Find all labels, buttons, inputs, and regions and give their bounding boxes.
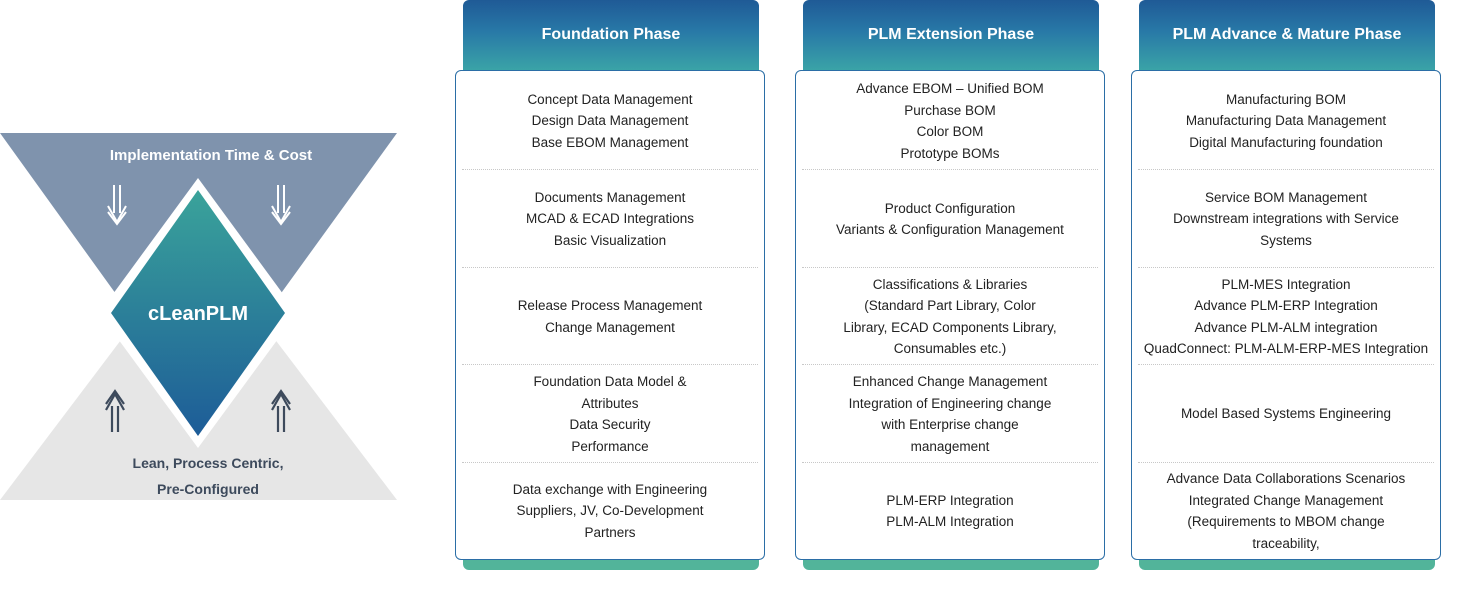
phase-title: Foundation Phase bbox=[463, 0, 759, 70]
cell-text-line: Suppliers, JV, Co-Development bbox=[516, 503, 704, 519]
phase-cell: Manufacturing BOM Manufacturing Data Mana… bbox=[1138, 73, 1434, 170]
cell-text-line: Purchase BOM bbox=[904, 102, 996, 118]
cell-text-line: Attributes bbox=[581, 395, 639, 411]
phase-card: Advance EBOM – Unified BOM Purchase BOM Co… bbox=[795, 70, 1105, 560]
phase-card: Manufacturing BOM Manufacturing Data Mana… bbox=[1131, 70, 1441, 560]
cell-text-line: Advance EBOM – Unified BOM bbox=[856, 81, 1044, 96]
cell-text-line: Advance Data Collaborations Scenarios bbox=[1166, 471, 1406, 486]
cell-text-line: Design Data Management bbox=[531, 113, 689, 129]
cell-text-line: Partners bbox=[584, 524, 636, 540]
down-arrow-icon bbox=[271, 185, 291, 226]
cell-text-line: Integrated Change Management bbox=[1188, 492, 1384, 508]
down-arrow-icon bbox=[107, 185, 127, 226]
lean-label-line2: Pre-Configured bbox=[157, 481, 259, 497]
cell-text-line: Systems bbox=[1260, 232, 1312, 248]
cell-text-line: Model Based Systems Engineering bbox=[1180, 406, 1392, 422]
cell-text-line: MCAD & ECAD Integrations bbox=[525, 211, 695, 227]
phase-cell: Model Based Systems Engineering bbox=[1138, 366, 1434, 463]
lean-label-line1: Lean, Process Centric, bbox=[133, 455, 284, 471]
cell-text-line: Classifications & Libraries bbox=[872, 276, 1028, 292]
cell-text-line: Library, ECAD Components Library, bbox=[843, 319, 1057, 335]
cell-text-line: QuadConnect: PLM-ALM-ERP-MES Integration bbox=[1143, 341, 1429, 356]
phase-extension: PLM Extension Phase Advance EBOM – Unifi… bbox=[795, 0, 1111, 601]
implementation-cost-label: Implementation Time & Cost bbox=[110, 147, 312, 164]
cell-text-line: Prototype BOMs bbox=[900, 145, 1000, 161]
cell-text-line: Data Security bbox=[569, 417, 651, 432]
cell-text-line: (Requirements to MBOM change bbox=[1187, 514, 1385, 529]
cell-text-line: PLM-ERP Integration bbox=[886, 492, 1014, 508]
cell-text-line: Consumables etc.) bbox=[893, 341, 1007, 356]
phase-foundation: Foundation Phase Concept Data Management… bbox=[455, 0, 771, 601]
cell-text-line: Enhanced Change Management bbox=[852, 374, 1048, 389]
clean-plm-graphic: Implementation Time & Cost cLeanPLM Lean… bbox=[0, 133, 397, 500]
phase-title: PLM Advance & Mature Phase bbox=[1139, 0, 1435, 70]
up-arrow-icon bbox=[271, 389, 291, 432]
cell-text-line: PLM-MES Integration bbox=[1221, 276, 1351, 292]
cell-text-line: Release Process Management bbox=[517, 298, 703, 313]
cell-text-line: Data exchange with Engineering bbox=[512, 481, 708, 497]
cell-text-line: Foundation Data Model & bbox=[533, 374, 687, 389]
cell-text-line: with Enterprise change bbox=[881, 417, 1019, 432]
cell-text-line: Performance bbox=[571, 438, 649, 454]
cell-text-line: Documents Management bbox=[534, 189, 686, 205]
cell-text-line: Base EBOM Management bbox=[531, 134, 689, 150]
phase-cell: Advance EBOM – Unified BOM Purchase BOM Co… bbox=[802, 73, 1098, 170]
cell-text-line: Color BOM bbox=[916, 124, 984, 139]
cell-text-line: Advance PLM-ALM integration bbox=[1194, 319, 1378, 335]
phase-advance-mature: PLM Advance & Mature Phase Manufacturing… bbox=[1131, 0, 1447, 601]
cell-text-line: Manufacturing BOM bbox=[1225, 91, 1347, 107]
phase-title: PLM Extension Phase bbox=[803, 0, 1099, 70]
cell-text-line: (Standard Part Library, Color bbox=[864, 298, 1036, 313]
cell-text-line: Service BOM Management bbox=[1204, 189, 1368, 205]
up-arrow-icon bbox=[105, 389, 125, 432]
cell-text-line: management bbox=[910, 438, 990, 454]
cell-text-line: Concept Data Management bbox=[527, 91, 693, 107]
clean-plm-diamond bbox=[111, 190, 285, 436]
cell-text-line: Digital Manufacturing foundation bbox=[1189, 134, 1383, 150]
cell-text-line: Product Configuration bbox=[884, 200, 1016, 216]
cell-text-line: Downstream integrations with Service bbox=[1173, 211, 1399, 227]
cell-text-line: traceability, bbox=[1252, 535, 1320, 551]
cell-text-line: Advance PLM-ERP Integration bbox=[1194, 298, 1378, 313]
cell-text-line: Basic Visualization bbox=[553, 232, 667, 248]
cell-text-line: Integration of Engineering change bbox=[848, 395, 1052, 411]
cell-text-line: Variants & Configuration Management bbox=[836, 222, 1064, 237]
cell-text-line: Manufacturing Data Management bbox=[1185, 113, 1387, 129]
phase-cell: Classifications & Libraries (Standard Par… bbox=[802, 269, 1098, 365]
cell-text-line: PLM-ALM Integration bbox=[886, 514, 1014, 529]
cell-text-line: Change Management bbox=[545, 319, 675, 335]
clean-plm-label: cLeanPLM bbox=[148, 303, 248, 325]
